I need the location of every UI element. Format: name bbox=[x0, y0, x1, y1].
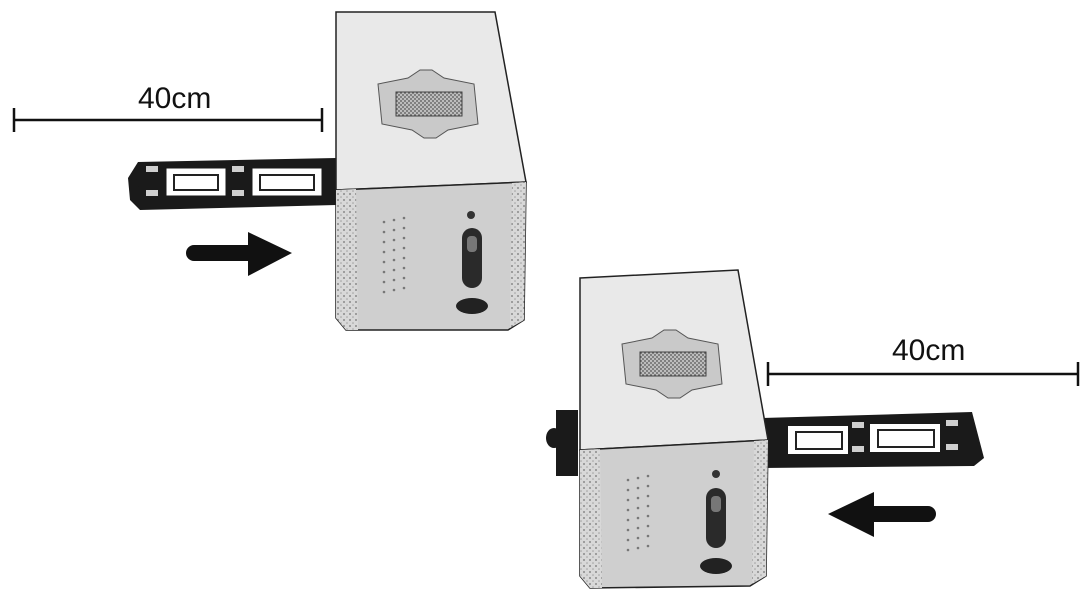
top-scanner-button bbox=[456, 298, 488, 314]
bottom-clearance-dimension: 40cm bbox=[766, 334, 1080, 386]
top-scanner-indicator-light bbox=[467, 211, 475, 219]
top-clearance-dimension: 40cm bbox=[12, 82, 324, 132]
top-scanner-vents bbox=[382, 216, 406, 294]
top-film-holder bbox=[128, 158, 336, 210]
bottom-film-holder bbox=[762, 412, 984, 468]
bottom-scanner-button bbox=[700, 558, 732, 574]
bottom-scanner-indicator-light bbox=[712, 470, 720, 478]
top-scanner bbox=[335, 11, 527, 331]
bottom-scanner-vents bbox=[626, 474, 650, 552]
arrow-right-icon bbox=[186, 232, 292, 276]
bottom-scene: 40cm bbox=[546, 269, 1080, 589]
top-scene: 40cm bbox=[12, 11, 527, 331]
arrow-left-icon bbox=[828, 492, 936, 537]
bottom-scanner bbox=[579, 269, 769, 589]
top-clearance-label: 40cm bbox=[138, 82, 211, 115]
bottom-scanner-window-label bbox=[621, 329, 723, 399]
bottom-film-holder-stub bbox=[546, 410, 578, 476]
top-scanner-window-label bbox=[377, 69, 479, 139]
bottom-clearance-label: 40cm bbox=[892, 334, 965, 367]
